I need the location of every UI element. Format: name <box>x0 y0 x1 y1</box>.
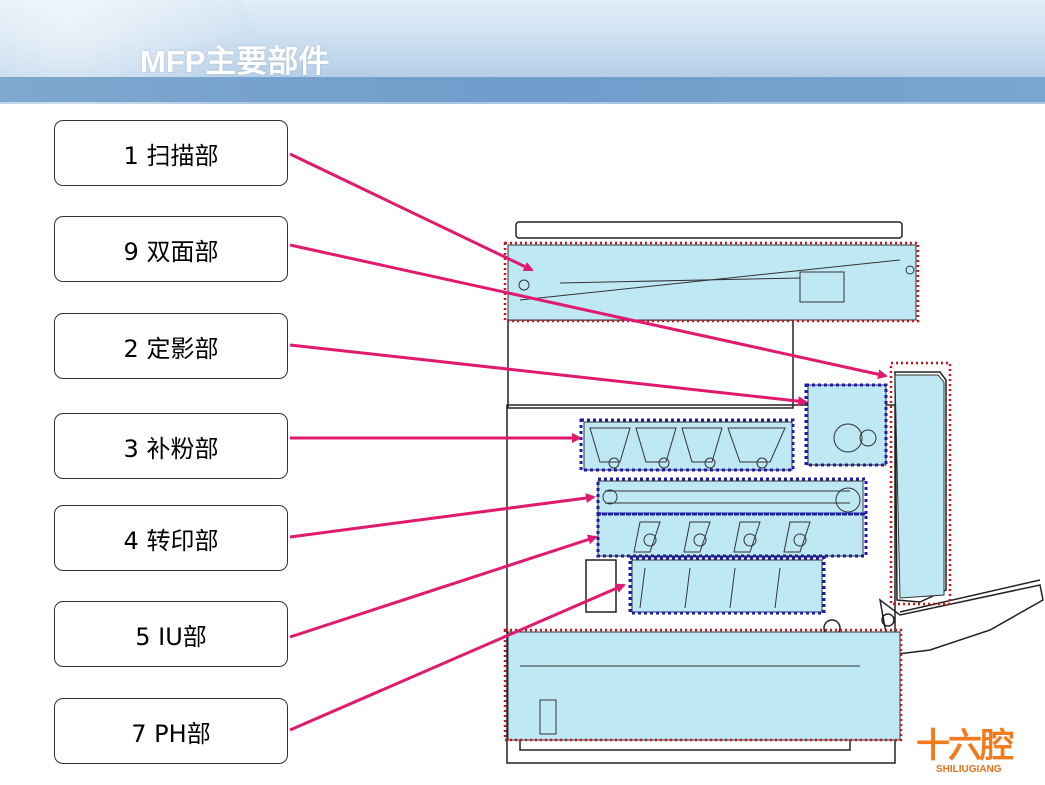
arrow-fuser <box>289 343 808 407</box>
logo-chinese: 十六腔 <box>916 726 1014 766</box>
arrow-iu <box>289 534 598 639</box>
header-band <box>0 77 1045 102</box>
red-dotted-boxes <box>503 241 952 742</box>
arrows <box>289 152 888 732</box>
page-title: MFP主要部件 <box>140 44 330 79</box>
blue-dotted-boxes <box>579 383 888 615</box>
part-highlights <box>507 244 945 741</box>
brand-logo: 十六腔 SHILIUGIANG <box>912 718 1040 780</box>
label-scanner: 1 扫描部 <box>54 120 288 186</box>
label-ph: 7 PH部 <box>54 698 288 764</box>
label-duplex: 9 双面部 <box>54 216 288 282</box>
label-toner: 3 补粉部 <box>54 413 288 479</box>
slide-header: MFP主要部件 <box>0 0 1045 104</box>
arrow-transfer <box>289 493 596 539</box>
logo-english: SHILIUGIANG <box>936 764 1002 775</box>
label-transfer: 4 转印部 <box>54 505 288 571</box>
component-details <box>518 259 915 735</box>
label-iu: 5 IU部 <box>54 601 288 667</box>
arrow-scanner <box>289 152 534 272</box>
arrow-ph <box>289 583 626 732</box>
label-fuser: 2 定影部 <box>54 313 288 379</box>
arrow-duplex <box>289 243 888 380</box>
